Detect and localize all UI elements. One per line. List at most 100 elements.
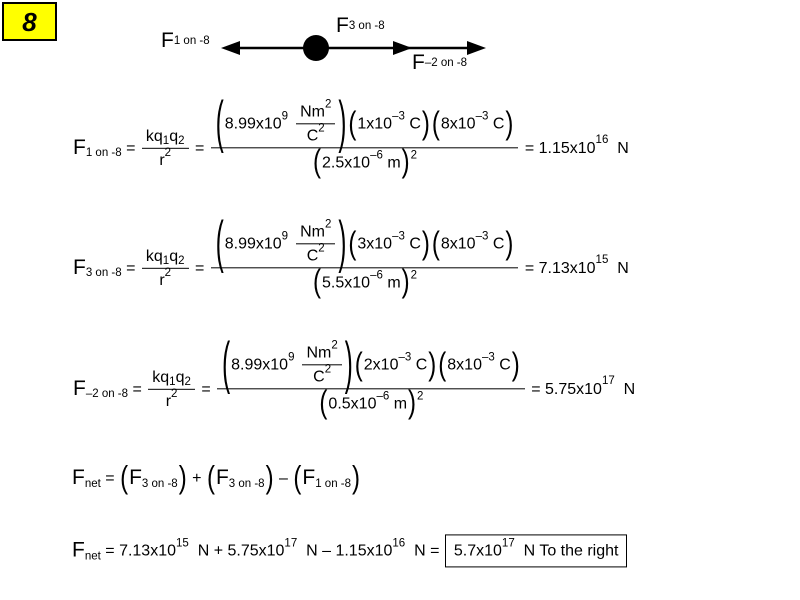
math-subscript: 1 on -8 bbox=[315, 478, 352, 491]
math-text: 8.99x10 bbox=[231, 356, 289, 374]
math-subscript: 3 on -8 bbox=[85, 267, 122, 280]
math-subscript: –2 on -8 bbox=[424, 57, 468, 69]
math-text: C bbox=[494, 356, 511, 374]
math-text: q bbox=[175, 368, 185, 386]
math-space bbox=[288, 124, 294, 125]
math-text: = 5.75x10 bbox=[526, 380, 602, 398]
math-superscript: –3 bbox=[481, 351, 495, 364]
math-text: C bbox=[411, 356, 428, 374]
math-text: C bbox=[404, 235, 421, 253]
math-text: C bbox=[404, 115, 421, 133]
math-subscript: 1 bbox=[162, 255, 170, 268]
paren-content: 2.5x10–6 m bbox=[322, 148, 401, 172]
math-superscript: 16 bbox=[595, 134, 609, 147]
math-subscript: 3 on -8 bbox=[141, 478, 178, 491]
math-superscript: –3 bbox=[475, 110, 489, 123]
open-paren: ( bbox=[215, 90, 224, 156]
close-paren: ) bbox=[428, 346, 437, 383]
math-text: = bbox=[121, 139, 140, 157]
math-big-symbol: F bbox=[161, 29, 174, 52]
math-text: N = bbox=[405, 542, 444, 560]
math-subscript: net bbox=[84, 478, 101, 491]
slide-number-badge: 8 bbox=[2, 2, 57, 41]
math-superscript: –6 bbox=[370, 268, 383, 281]
close-paren: ) bbox=[401, 143, 410, 181]
arrowhead-left-icon bbox=[221, 41, 240, 55]
close-paren: ) bbox=[338, 90, 347, 156]
math-superscript: 16 bbox=[392, 537, 406, 550]
paren-group: (3x10–3 C) bbox=[347, 227, 431, 259]
math-text: = 7.13x10 bbox=[100, 542, 176, 560]
math-superscript: 9 bbox=[281, 230, 289, 243]
math-text: = 1.15x10 bbox=[520, 139, 596, 157]
math-subscript: 2 bbox=[184, 376, 191, 389]
paren-group: (5.5x10–6 m) bbox=[312, 266, 411, 298]
math-text: 5.5x10 bbox=[322, 274, 371, 292]
math-text: 5.7x10 bbox=[453, 542, 502, 560]
math-text: 1x10 bbox=[357, 115, 393, 133]
paren-content: 8x10–3 C bbox=[441, 231, 505, 253]
fraction-bar bbox=[148, 388, 195, 390]
math-big-symbol: F bbox=[73, 376, 86, 400]
math-text: 8x10 bbox=[440, 115, 476, 133]
math-text: = 7.13x10 bbox=[520, 259, 596, 277]
close-paren: ) bbox=[421, 105, 430, 142]
math-text: kq bbox=[145, 127, 163, 145]
force-f2-label: F–2 on -8 bbox=[412, 51, 468, 75]
math-superscript: 2 bbox=[318, 122, 325, 135]
math-space bbox=[294, 365, 300, 366]
math-big-symbol: F bbox=[336, 14, 349, 37]
math-big-symbol: F bbox=[73, 135, 86, 159]
math-superscript: 2 bbox=[324, 98, 332, 111]
math-superscript: –6 bbox=[370, 148, 383, 161]
math-text: Nm bbox=[300, 223, 325, 241]
close-paren: ) bbox=[401, 263, 410, 301]
math-big-symbol: F bbox=[72, 466, 85, 490]
arrowhead-mid-icon bbox=[393, 41, 412, 55]
math-superscript: 17 bbox=[601, 375, 615, 388]
math-text: r bbox=[165, 392, 172, 410]
math-text: = bbox=[190, 139, 209, 157]
math-superscript: 2 bbox=[410, 268, 418, 281]
fraction-denominator: (5.5x10–6 m)2 bbox=[308, 266, 421, 298]
fraction-denominator: (0.5x10–6 m)2 bbox=[314, 387, 427, 419]
math-text: = bbox=[100, 470, 120, 488]
paren-group: (8x10–3 C) bbox=[431, 227, 515, 259]
math-superscript: 2 bbox=[171, 387, 178, 400]
math-text: Nm bbox=[300, 103, 325, 121]
math-text: N bbox=[608, 139, 629, 157]
math-text: N – 1.15x10 bbox=[297, 542, 393, 560]
open-paren: ( bbox=[431, 225, 440, 262]
fraction-bar bbox=[141, 147, 189, 149]
math-text: m bbox=[382, 154, 401, 172]
math-subscript: 3 on -8 bbox=[228, 478, 265, 491]
math-superscript: 15 bbox=[176, 537, 189, 550]
math-superscript: –3 bbox=[392, 110, 405, 123]
open-paren: ( bbox=[431, 105, 440, 142]
close-paren: ) bbox=[178, 460, 187, 496]
close-paren: ) bbox=[265, 460, 274, 496]
open-paren: ( bbox=[120, 460, 129, 496]
